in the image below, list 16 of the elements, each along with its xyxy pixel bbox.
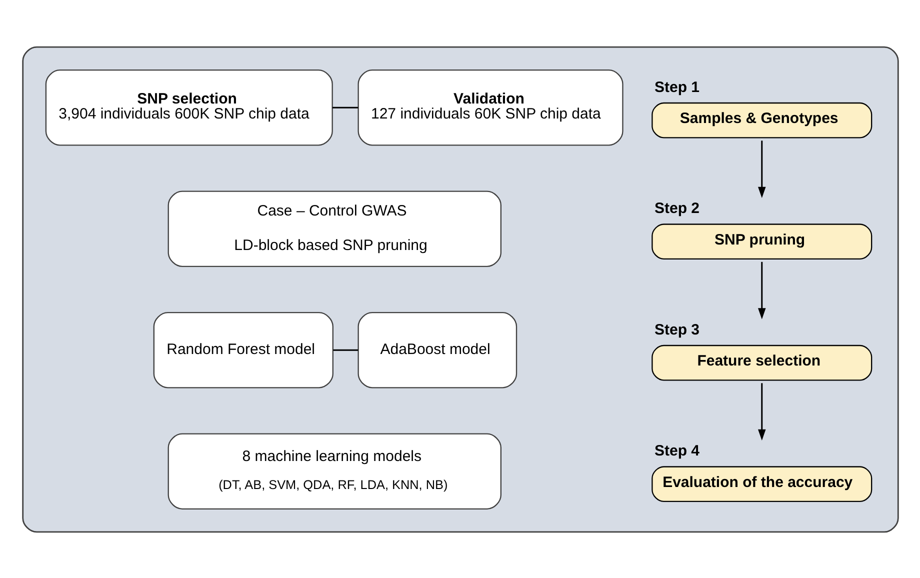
node-box: Validation 127 individuals 60K SNP chip data (357, 69, 623, 146)
node-box: 8 machine learning models (DT, AB, SVM, QDA, RF, LDA, KNN, NB) (167, 432, 501, 509)
node-label: Step 3 (654, 320, 700, 338)
arrow (758, 382, 766, 440)
arrow (758, 140, 766, 198)
node-label: Step 1 (654, 78, 700, 96)
node-box: AdaBoost model (357, 312, 517, 388)
node-label: Step 2 (654, 200, 700, 217)
node-box: Random Forest model (152, 312, 333, 388)
cluster (22, 46, 898, 532)
arrow (758, 261, 766, 319)
node-box: SNP selection 3,904 individuals 600K SNP chip data (44, 69, 332, 146)
connector (332, 348, 358, 350)
node-label: Step 4 (654, 442, 700, 460)
node-box: Case – Control GWAS LD-block based SNP pruning (167, 190, 501, 266)
connector (332, 106, 358, 108)
